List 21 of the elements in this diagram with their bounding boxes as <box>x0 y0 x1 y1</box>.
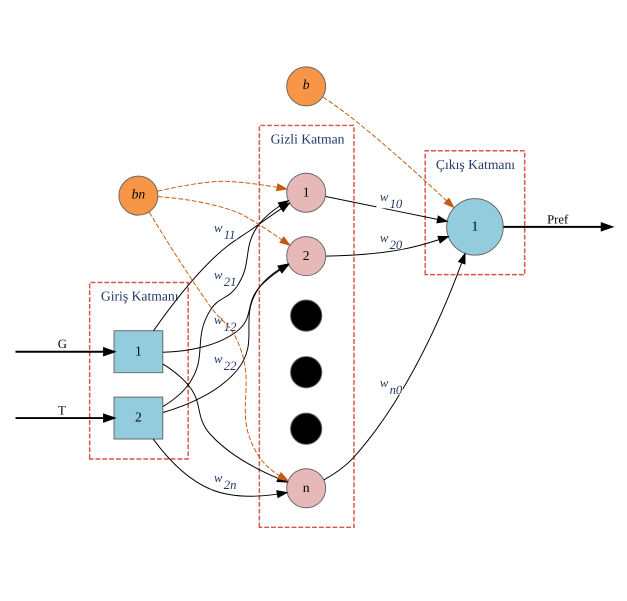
arrow <box>16 346 117 356</box>
edge-label: T <box>58 403 66 418</box>
arrow <box>325 196 449 223</box>
arrow <box>157 180 288 192</box>
node-circle: n <box>286 468 326 508</box>
arrow <box>323 252 466 480</box>
node-box: 2 <box>114 396 164 439</box>
edge-label: G <box>58 336 67 351</box>
node-circle: bn <box>118 175 158 216</box>
node-circle <box>290 412 322 444</box>
node-circle: 2 <box>286 236 326 276</box>
arrow <box>16 412 117 422</box>
node-circle: b <box>286 66 326 106</box>
arrow <box>326 235 450 256</box>
arrow <box>504 222 614 232</box>
node-circle <box>290 356 322 388</box>
edge-label: Pref <box>547 212 568 226</box>
node-circle: 1 <box>446 198 504 256</box>
node-box: 1 <box>114 330 164 373</box>
node-circle: 1 <box>286 172 326 212</box>
node-circle <box>290 299 322 332</box>
